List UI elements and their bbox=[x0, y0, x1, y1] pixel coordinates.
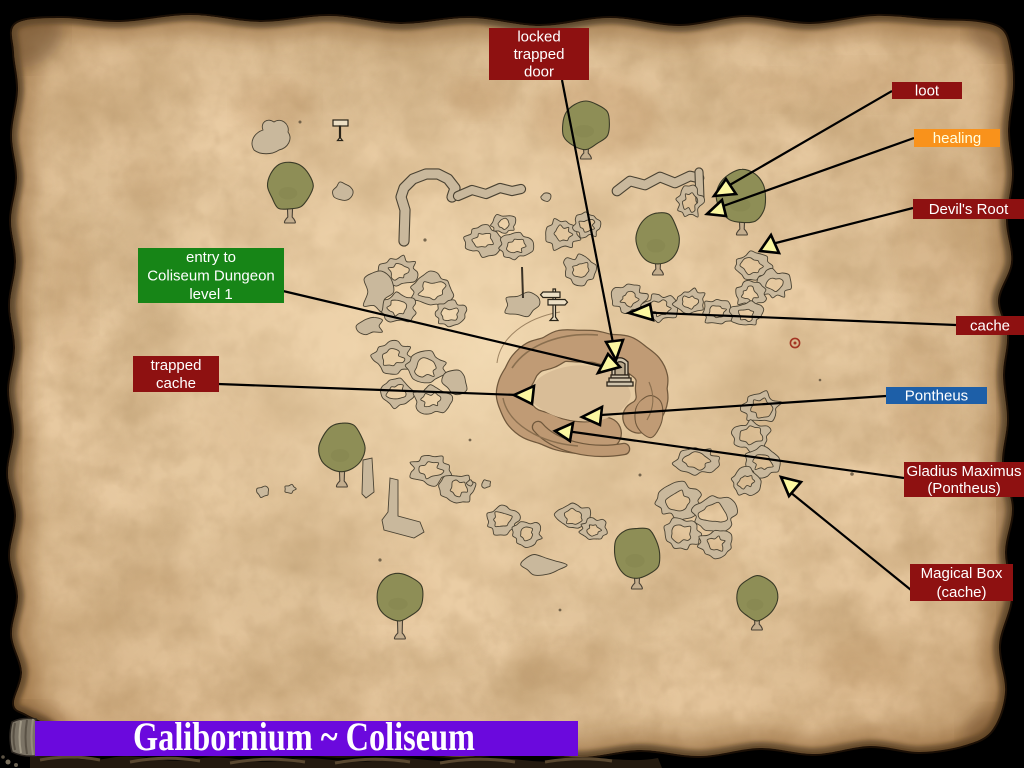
svg-text:Pontheus: Pontheus bbox=[905, 388, 968, 405]
svg-text:locked: locked bbox=[517, 29, 560, 46]
svg-text:trapped: trapped bbox=[151, 357, 202, 374]
svg-text:Magical Box: Magical Box bbox=[921, 565, 1003, 582]
svg-text:loot: loot bbox=[915, 83, 940, 100]
svg-text:(cache): (cache) bbox=[936, 584, 986, 601]
svg-text:Galibornium ~ Coliseum: Galibornium ~ Coliseum bbox=[133, 714, 475, 759]
svg-text:healing: healing bbox=[933, 130, 981, 147]
svg-text:cache: cache bbox=[970, 318, 1010, 335]
svg-text:entry to: entry to bbox=[186, 249, 236, 266]
svg-text:Devil's Root: Devil's Root bbox=[929, 201, 1009, 218]
svg-text:Coliseum Dungeon: Coliseum Dungeon bbox=[147, 268, 275, 285]
svg-text:(Pontheus): (Pontheus) bbox=[927, 480, 1000, 497]
svg-text:level 1: level 1 bbox=[189, 286, 232, 303]
svg-text:cache: cache bbox=[156, 375, 196, 392]
svg-text:trapped: trapped bbox=[514, 46, 565, 63]
svg-text:door: door bbox=[524, 63, 554, 80]
svg-text:Gladius Maximus: Gladius Maximus bbox=[906, 463, 1021, 480]
